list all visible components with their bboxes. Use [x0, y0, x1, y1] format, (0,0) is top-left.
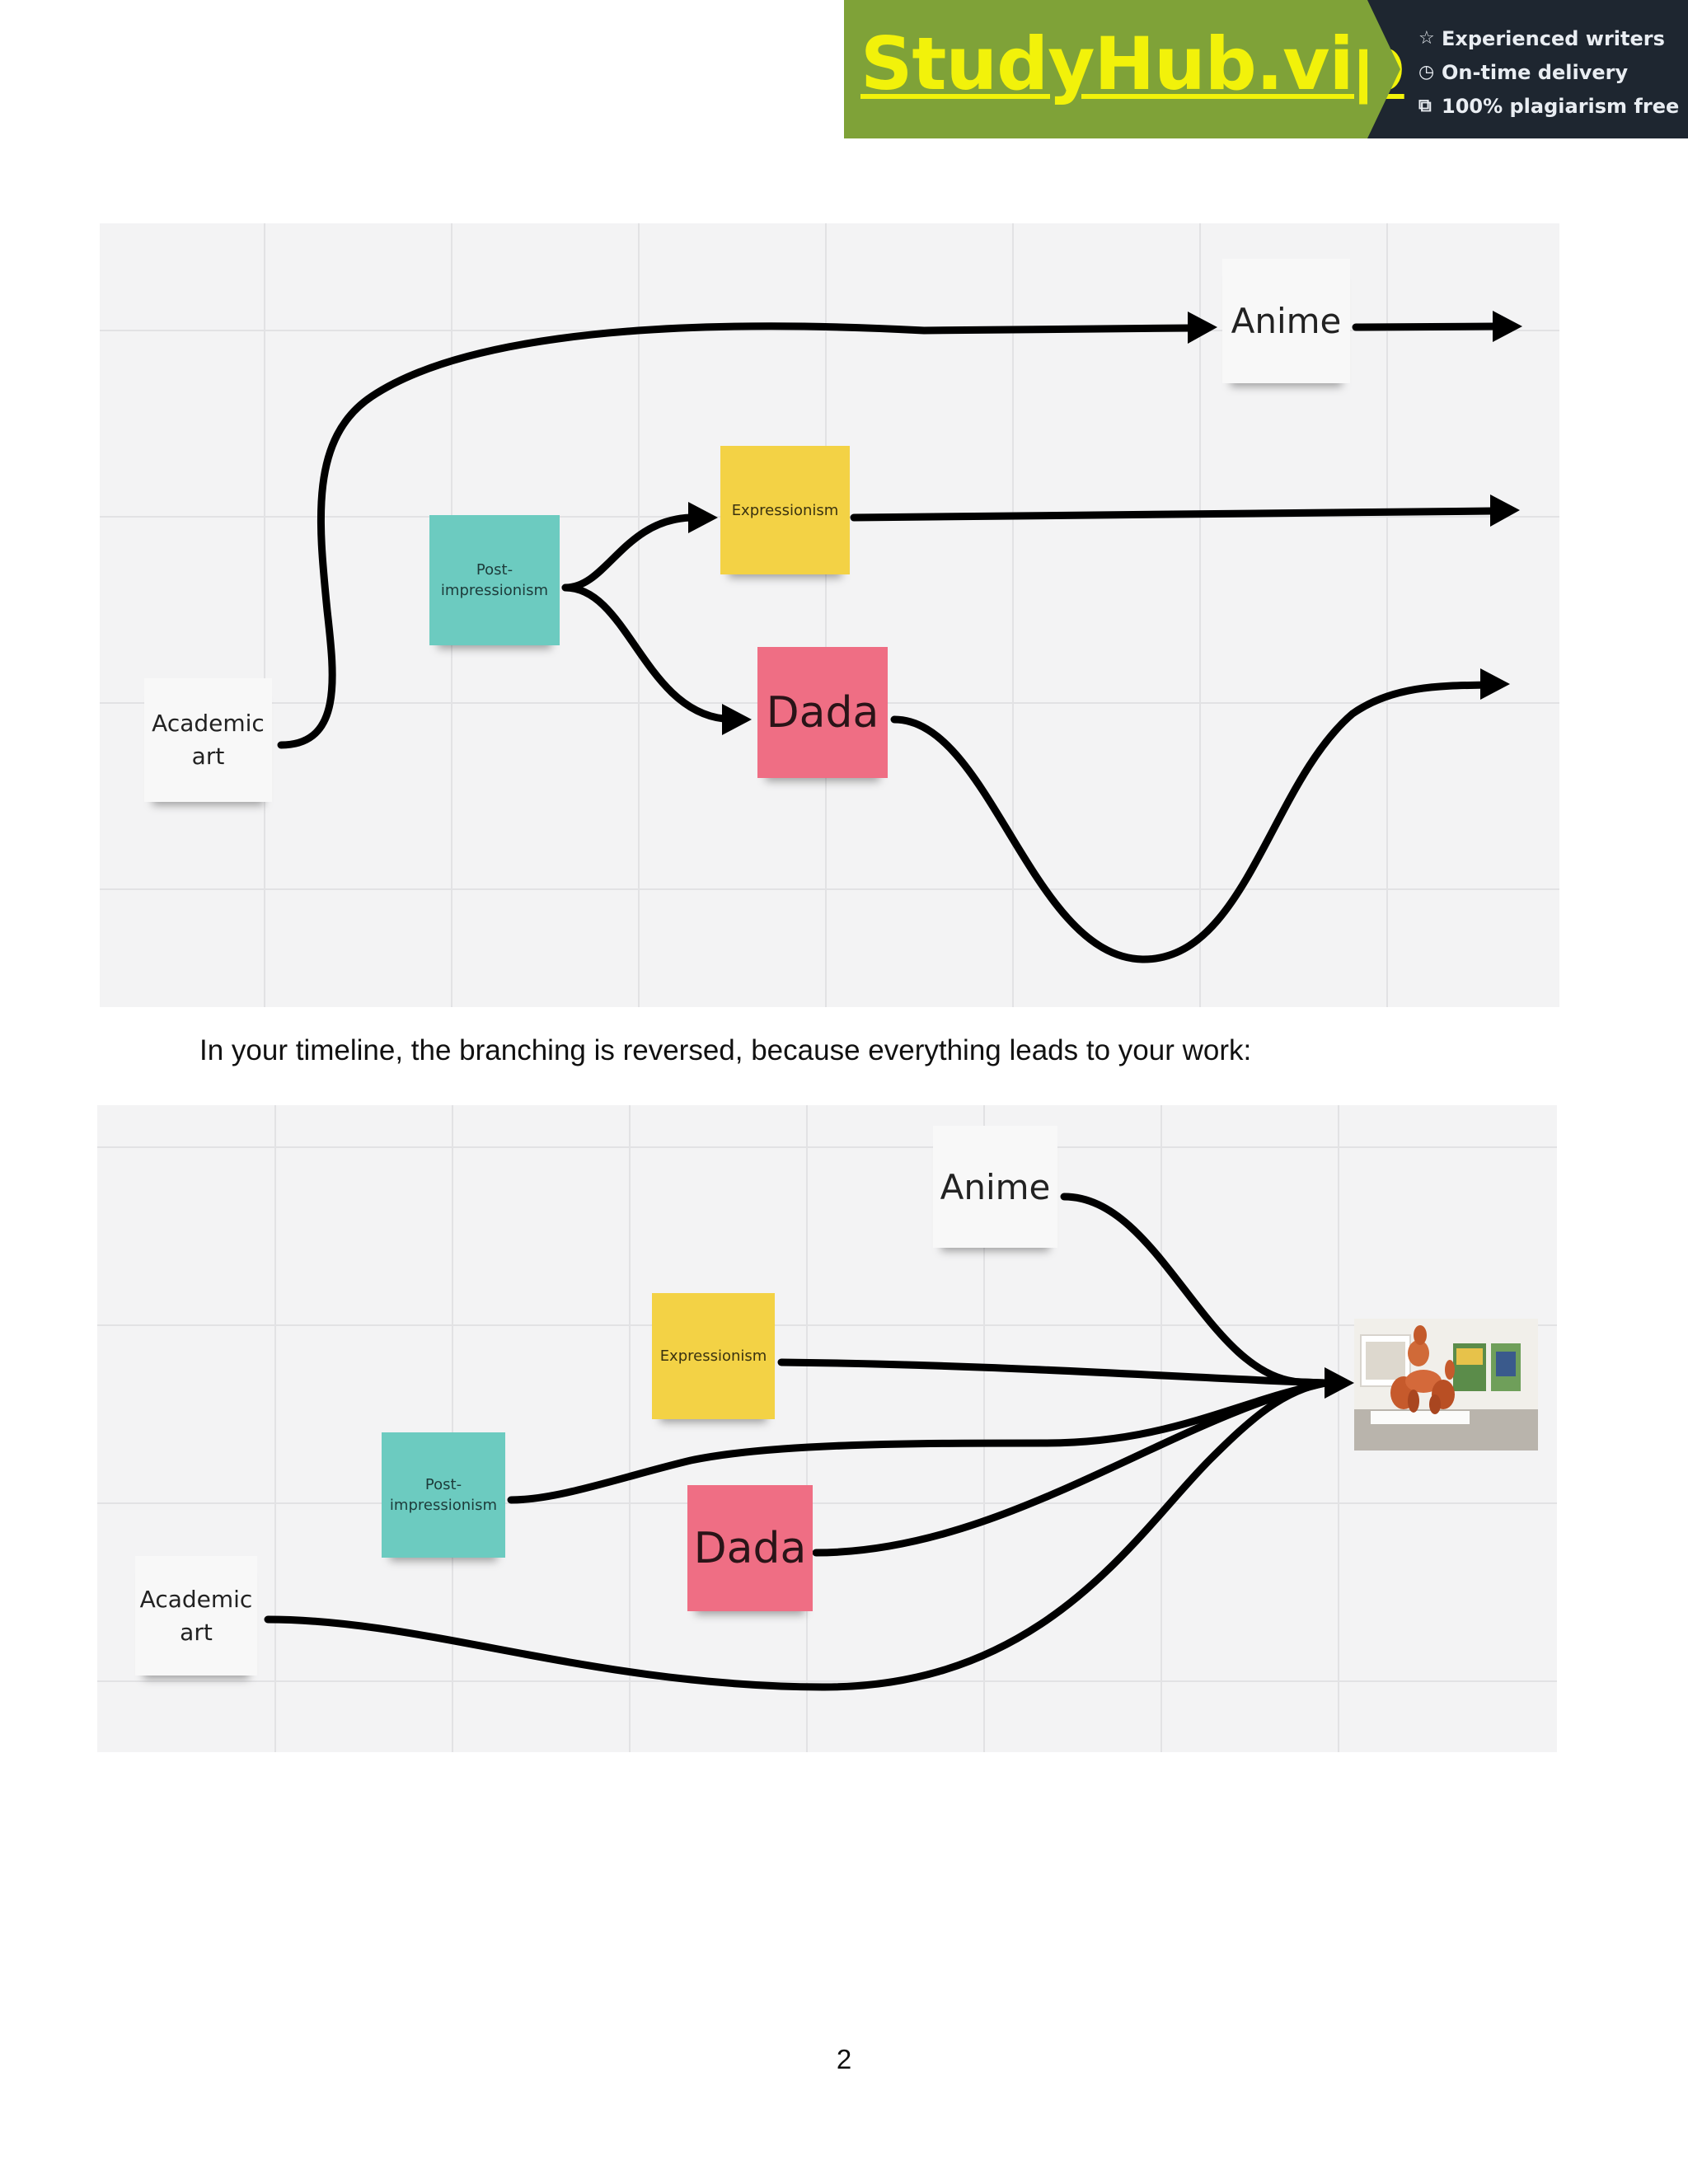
- copy-icon: ⧉: [1418, 96, 1432, 116]
- feature-label: 100% plagiarism free: [1442, 94, 1680, 118]
- note-expressionism[interactable]: Expressionism: [720, 446, 850, 574]
- arrow-expressionism-to-work: [777, 1358, 1329, 1387]
- arrowhead: [1188, 312, 1217, 344]
- board-grid: [97, 1105, 1557, 1752]
- connector-arrows: [277, 311, 1522, 963]
- arrowhead: [722, 704, 752, 735]
- note-academic-art[interactable]: Academic art: [135, 1556, 257, 1675]
- note-academic-art[interactable]: Academic art: [144, 678, 272, 802]
- banner-features: ☆ Experienced writers ◷ On-time delivery…: [1367, 0, 1688, 138]
- note-anime[interactable]: Anime: [1222, 259, 1350, 383]
- feature-experienced-writers: ☆ Experienced writers: [1418, 21, 1688, 55]
- arrow-post-to-expressionism: [561, 513, 695, 592]
- feature-label: On-time delivery: [1442, 60, 1629, 84]
- feature-on-time-delivery: ◷ On-time delivery: [1418, 55, 1688, 89]
- connector-arrows: [264, 1193, 1354, 1691]
- feature-label: Experienced writers: [1442, 26, 1665, 50]
- note-post-impressionism[interactable]: Post- impressionism: [429, 515, 560, 645]
- studyhub-banner[interactable]: StudyHub.vip ☆ Experienced writers ◷ On-…: [844, 0, 1688, 138]
- branching-diagram-top: Anime Expressionism Post- impressionism …: [100, 223, 1559, 1007]
- page-number: 2: [836, 2044, 852, 2074]
- note-dada[interactable]: Dada: [687, 1485, 813, 1611]
- arrow-anime-out: [1352, 322, 1500, 331]
- converging-diagram-bottom: Anime Expressionism Post- impressionism …: [97, 1105, 1557, 1752]
- note-post-impressionism[interactable]: Post- impressionism: [382, 1432, 505, 1558]
- note-anime[interactable]: Anime: [933, 1126, 1057, 1248]
- banner-logo-area: StudyHub.vip: [844, 0, 1405, 138]
- arrow-dada-out: [890, 681, 1495, 963]
- caption-text: In your timeline, the branching is rever…: [199, 1034, 1252, 1066]
- studyhub-logo[interactable]: StudyHub.vip: [860, 21, 1405, 106]
- arrowhead: [1490, 494, 1520, 527]
- arrowhead: [688, 502, 718, 533]
- clock-icon: ◷: [1418, 62, 1435, 82]
- note-dada[interactable]: Dada: [757, 647, 888, 778]
- arrow-post-to-work: [507, 1379, 1329, 1504]
- arrowhead: [1493, 311, 1522, 342]
- arrow-expressionism-out: [850, 507, 1497, 522]
- artwork-photo: [1354, 1319, 1538, 1451]
- feature-plagiarism-free: ⧉ 100% plagiarism free: [1418, 89, 1688, 123]
- arrow-academic-to-work: [264, 1379, 1329, 1691]
- arrow-anime-to-work: [1060, 1193, 1329, 1387]
- arrowhead: [1480, 668, 1510, 700]
- star-icon: ☆: [1418, 28, 1435, 49]
- note-expressionism[interactable]: Expressionism: [652, 1293, 775, 1419]
- arrow-academic-to-anime: [277, 322, 1194, 749]
- balloon-dog-image: [1354, 1319, 1538, 1451]
- arrowhead: [1325, 1367, 1354, 1399]
- arrow-post-to-dada: [561, 583, 728, 723]
- arrow-dada-to-work: [812, 1379, 1329, 1557]
